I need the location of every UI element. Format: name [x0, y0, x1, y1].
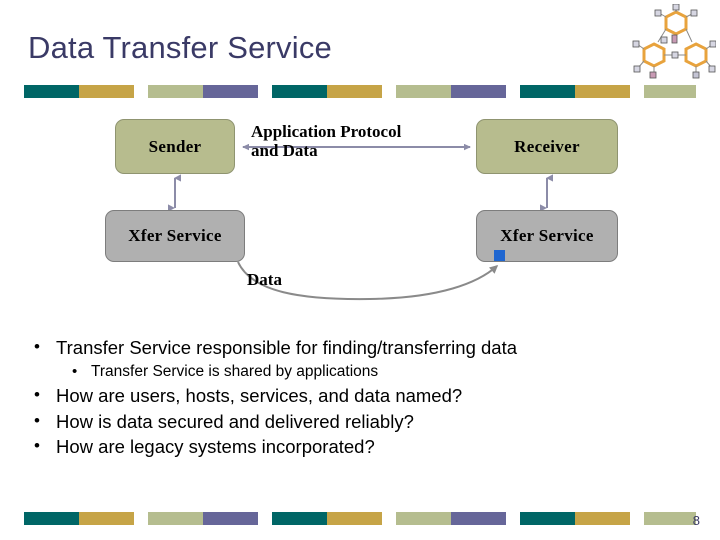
stripe-segment	[575, 85, 630, 98]
diagram-connectors	[168, 143, 553, 301]
stripe-gap	[506, 85, 520, 98]
stripe-segment	[644, 85, 696, 98]
stripe-segment	[272, 512, 327, 525]
bullet-item: • Transfer Service is shared by applicati…	[72, 361, 694, 383]
bullet-marker-icon: •	[34, 384, 40, 404]
stripe-segment	[79, 85, 134, 98]
bullet-marker-icon: •	[72, 362, 78, 380]
stripe-segment	[24, 85, 79, 98]
stripe-group	[520, 85, 696, 98]
bullet-text: How is data secured and delivered reliab…	[56, 410, 414, 432]
stripe-gap	[382, 85, 396, 98]
stripe-segment	[24, 512, 79, 525]
bullet-text: How are users, hosts, services, and data…	[56, 384, 463, 406]
connector-label-application-protocol: Application Protocol and Data	[251, 122, 466, 160]
bullet-text: Transfer Service responsible for finding…	[56, 337, 518, 358]
stripe-segment	[644, 512, 696, 525]
connector-label-data: Data	[247, 270, 282, 289]
diagram-node-sender[interactable]: Sender	[115, 119, 235, 174]
bullet-text: How are legacy systems incorporated?	[56, 436, 375, 458]
stripe-segment	[327, 85, 382, 98]
stripe-gap	[630, 85, 644, 98]
bullet-item: • Transfer Service responsible for findin…	[34, 335, 694, 361]
bottom-decorative-stripe-bar	[24, 512, 696, 525]
stripe-segment	[148, 512, 203, 525]
stripe-segment	[575, 512, 630, 525]
diagram-node-xfer-service-left[interactable]: Xfer Service	[105, 210, 245, 262]
stripe-gap	[134, 512, 148, 525]
stripe-segment	[327, 512, 382, 525]
stripe-group	[520, 512, 696, 525]
stripe-segment	[520, 85, 575, 98]
stripe-gap	[382, 512, 396, 525]
stripe-gap	[258, 85, 272, 98]
diagram-node-xfer-service-right[interactable]: Xfer Service	[476, 210, 618, 262]
stripe-group	[272, 85, 520, 98]
bullet-list: • Transfer Service responsible for findin…	[34, 335, 694, 460]
stripe-segment	[148, 85, 203, 98]
stripe-segment	[203, 85, 258, 98]
stripe-segment	[451, 85, 506, 98]
stripe-gap	[258, 512, 272, 525]
stripe-gap	[630, 512, 644, 525]
stripe-segment	[79, 512, 134, 525]
top-decorative-stripe-bar	[24, 85, 696, 98]
bullet-text: Transfer Service is shared by applicatio…	[91, 362, 379, 380]
bullet-marker-icon: •	[34, 337, 40, 356]
bullet-item: • How are users, hosts, services, and dat…	[34, 383, 694, 409]
bullet-marker-icon: •	[34, 410, 40, 430]
stripe-segment	[272, 85, 327, 98]
stripe-gap	[506, 512, 520, 525]
bullet-item: • How is data secured and delivered relia…	[34, 409, 694, 435]
stripe-group	[272, 512, 520, 525]
page-title: Data Transfer Service	[28, 30, 332, 65]
stripe-group	[24, 512, 272, 525]
page-number: 8	[692, 513, 700, 528]
stripe-segment	[451, 512, 506, 525]
connector-label-line-2: and Data	[251, 141, 318, 161]
molecule-structure-graphic	[628, 3, 717, 84]
stripe-segment	[520, 512, 575, 525]
stripe-segment	[396, 85, 451, 98]
connector-label-line-1: Application Protocol	[251, 122, 402, 141]
connection-endpoint-marker	[494, 250, 505, 261]
diagram-node-receiver[interactable]: Receiver	[476, 119, 618, 174]
stripe-group	[24, 85, 272, 98]
stripe-segment	[203, 512, 258, 525]
bullet-marker-icon: •	[34, 436, 40, 456]
stripe-gap	[134, 85, 148, 98]
block-diagram: Sender Receiver Xfer Service Xfer Servic…	[105, 119, 618, 301]
bullet-item: • How are legacy systems incorporated?	[34, 434, 694, 460]
stripe-segment	[396, 512, 451, 525]
